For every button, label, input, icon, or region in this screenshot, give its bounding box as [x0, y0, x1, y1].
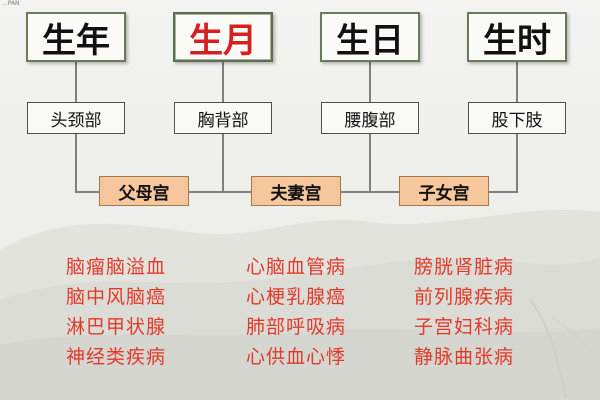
body-part-label: 头颈部	[50, 110, 102, 131]
disease-list-left: 脑瘤脑溢血 脑中风脑癌 淋巴甲状腺 神经类疾病	[66, 252, 166, 372]
birth-year-box: 生年	[26, 12, 126, 62]
connector-line	[516, 62, 518, 102]
disease-item: 肺部呼吸病	[246, 316, 347, 338]
birth-hour-label: 生时	[483, 20, 551, 61]
connector-line	[516, 134, 518, 192]
birth-day-label: 生日	[336, 20, 404, 61]
palace-label: 父母宫	[118, 183, 170, 204]
disease-item: 脑中风脑癌	[66, 286, 167, 308]
connector-line	[222, 62, 224, 102]
chest-back-box: 胸背部	[174, 102, 272, 134]
body-part-label: 股下肢	[491, 110, 543, 131]
connector-line	[369, 62, 371, 102]
disease-item: 心脑血管病	[246, 256, 347, 278]
disease-item: 神经类疾病	[66, 346, 167, 368]
birth-day-box: 生日	[320, 12, 420, 62]
disease-item: 心供血心悸	[246, 346, 347, 368]
disease-item: 前列腺疾病	[414, 286, 515, 308]
connector-line	[75, 62, 77, 102]
connector-line	[369, 134, 371, 192]
palace-label: 子女宫	[418, 183, 470, 204]
birth-year-label: 生年	[42, 20, 110, 61]
disease-item: 脑瘤脑溢血	[66, 256, 167, 278]
palace-label: 夫妻宫	[270, 183, 322, 204]
connector-line	[222, 134, 224, 192]
corner-watermark: ...PAN	[2, 0, 20, 7]
disease-item: 静脉曲张病	[414, 346, 515, 368]
disease-item: 淋巴甲状腺	[66, 316, 167, 338]
spouse-palace-box: 夫妻宫	[251, 176, 341, 206]
birth-hour-box: 生时	[467, 12, 567, 62]
head-neck-box: 头颈部	[27, 102, 125, 134]
parents-palace-box: 父母宫	[99, 176, 189, 206]
disease-item: 心梗乳腺癌	[246, 286, 347, 308]
birth-month-box: 生月	[173, 12, 273, 62]
children-palace-box: 子女宫	[399, 176, 489, 206]
legs-box: 股下肢	[468, 102, 566, 134]
disease-item: 子宫妇科病	[414, 316, 515, 338]
disease-list-right: 膀胱肾脏病 前列腺疾病 子宫妇科病 静脉曲张病	[414, 252, 514, 372]
birth-month-label: 生月	[189, 20, 257, 61]
connector-line	[75, 134, 77, 192]
waist-abdomen-box: 腰腹部	[321, 102, 419, 134]
disease-item: 膀胱肾脏病	[414, 256, 515, 278]
body-part-label: 腰腹部	[344, 110, 396, 131]
disease-list-middle: 心脑血管病 心梗乳腺癌 肺部呼吸病 心供血心悸	[246, 252, 346, 372]
body-part-label: 胸背部	[197, 110, 249, 131]
